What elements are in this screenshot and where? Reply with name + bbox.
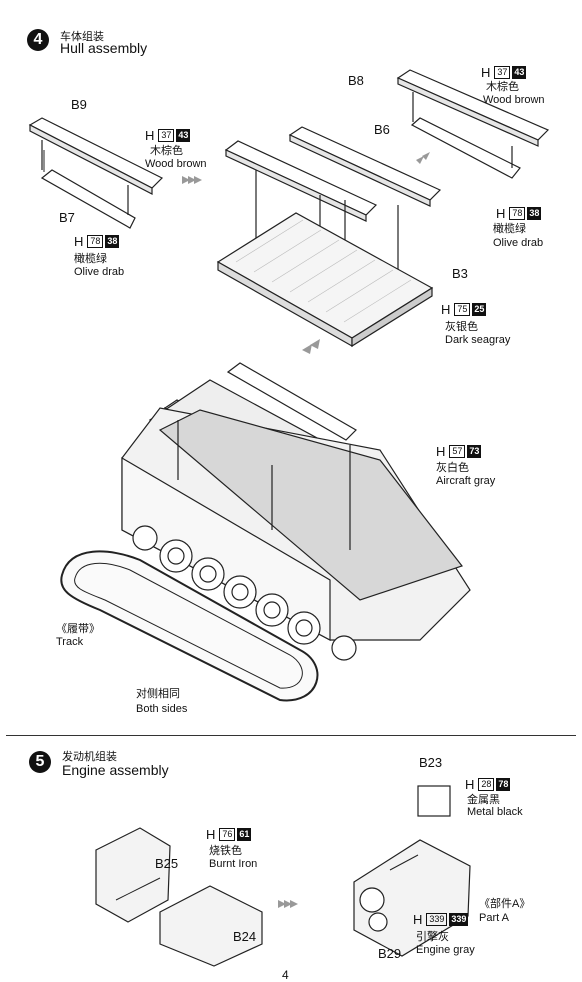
paint-code: 339 bbox=[426, 913, 448, 926]
part-b8-label: B8 bbox=[348, 73, 364, 88]
paint-name-en: Burnt Iron bbox=[209, 858, 258, 870]
paint-code: 37 bbox=[494, 66, 511, 79]
step-4-number: 4 bbox=[27, 29, 49, 51]
paint-name-en: Aircraft gray bbox=[436, 475, 496, 487]
paint-code: 28 bbox=[478, 778, 495, 791]
part-b24-label: B24 bbox=[233, 929, 257, 944]
paint-name-cn: 橄榄绿 bbox=[493, 223, 526, 235]
paint-code-dark-seagray: H 75 25 bbox=[441, 302, 487, 317]
paint-prefix: H bbox=[413, 912, 423, 927]
part-b3-label: B3 bbox=[452, 266, 468, 281]
paint-name-cn: 木棕色 bbox=[486, 81, 519, 93]
part-b6-label: B6 bbox=[374, 122, 390, 137]
paint-code-engine-gray: H 339 339 bbox=[413, 912, 469, 927]
part-a-cn: 《部件A》 bbox=[479, 898, 531, 910]
paint-name-cn: 灰白色 bbox=[436, 462, 469, 474]
paint-alt-code: 339 bbox=[449, 913, 469, 926]
paint-code: 57 bbox=[449, 445, 466, 458]
paint-alt-code: 78 bbox=[496, 778, 511, 791]
paint-name-en: Olive drab bbox=[493, 237, 544, 249]
paint-prefix: H bbox=[74, 234, 84, 249]
track-label-cn: 《履带》 bbox=[56, 623, 100, 635]
paint-code-olive-drab-b7: H 78 38 bbox=[74, 234, 120, 249]
paint-prefix: H bbox=[436, 444, 446, 459]
paint-alt-code: 25 bbox=[472, 303, 487, 316]
paint-prefix: H bbox=[145, 128, 155, 143]
paint-code-burnt-iron: H 76 61 bbox=[206, 827, 252, 842]
track-label-en: Track bbox=[56, 636, 84, 648]
paint-prefix: H bbox=[206, 827, 216, 842]
paint-code: 78 bbox=[87, 235, 104, 248]
part-b29-label: B29 bbox=[378, 946, 402, 961]
step-5-title-cn: 发动机组装 bbox=[62, 751, 117, 763]
paint-code-metal-black: H 28 78 bbox=[465, 777, 511, 792]
paint-alt-code: 38 bbox=[105, 235, 120, 248]
paint-name-en: Metal black bbox=[467, 806, 523, 818]
step-4-title-cn: 车体组装 bbox=[60, 31, 104, 43]
both-sides-en: Both sides bbox=[136, 703, 188, 715]
paint-name-cn: 金属黑 bbox=[467, 794, 500, 806]
paint-name-en: Wood brown bbox=[483, 94, 545, 106]
paint-code-wood-brown-b9: H 37 43 bbox=[145, 128, 191, 143]
paint-code-wood-brown-b8: H 37 43 bbox=[481, 65, 527, 80]
step-5-title-en: Engine assembly bbox=[62, 762, 169, 778]
paint-prefix: H bbox=[496, 206, 506, 221]
paint-code-olive-drab-b6: H 78 38 bbox=[496, 206, 542, 221]
paint-code: 78 bbox=[509, 207, 526, 220]
paint-code: 75 bbox=[454, 303, 471, 316]
part-b23-label: B23 bbox=[419, 755, 443, 770]
part-b7-label: B7 bbox=[59, 210, 75, 225]
paint-name-cn: 木棕色 bbox=[150, 145, 183, 157]
paint-alt-code: 61 bbox=[237, 828, 252, 841]
paint-alt-code: 43 bbox=[176, 129, 191, 142]
paint-name-en: Olive drab bbox=[74, 266, 125, 278]
paint-name-en: Engine gray bbox=[416, 944, 475, 956]
paint-alt-code: 38 bbox=[527, 207, 542, 220]
part-b9-label: B9 bbox=[71, 97, 87, 112]
step-4-title-en: Hull assembly bbox=[60, 40, 148, 56]
paint-alt-code: 73 bbox=[467, 445, 482, 458]
part-b25-label: B25 bbox=[155, 856, 179, 871]
step-5-number: 5 bbox=[29, 751, 51, 773]
paint-name-en: Dark seagray bbox=[445, 334, 511, 346]
paint-prefix: H bbox=[465, 777, 475, 792]
paint-name-en: Wood brown bbox=[145, 158, 207, 170]
part-a-en: Part A bbox=[479, 912, 509, 924]
paint-name-cn: 引擎灰 bbox=[416, 931, 449, 943]
page-number: 4 bbox=[282, 968, 289, 982]
paint-code: 76 bbox=[219, 828, 236, 841]
paint-code: 37 bbox=[158, 129, 175, 142]
paint-name-cn: 灰银色 bbox=[445, 321, 478, 333]
paint-alt-code: 43 bbox=[512, 66, 527, 79]
section-divider bbox=[6, 735, 576, 736]
paint-code-aircraft-gray: H 57 73 bbox=[436, 444, 482, 459]
paint-prefix: H bbox=[441, 302, 451, 317]
paint-prefix: H bbox=[481, 65, 491, 80]
paint-name-cn: 橄榄绿 bbox=[74, 253, 107, 265]
paint-name-cn: 烧铁色 bbox=[209, 845, 242, 857]
both-sides-cn: 对侧相同 bbox=[136, 688, 180, 700]
